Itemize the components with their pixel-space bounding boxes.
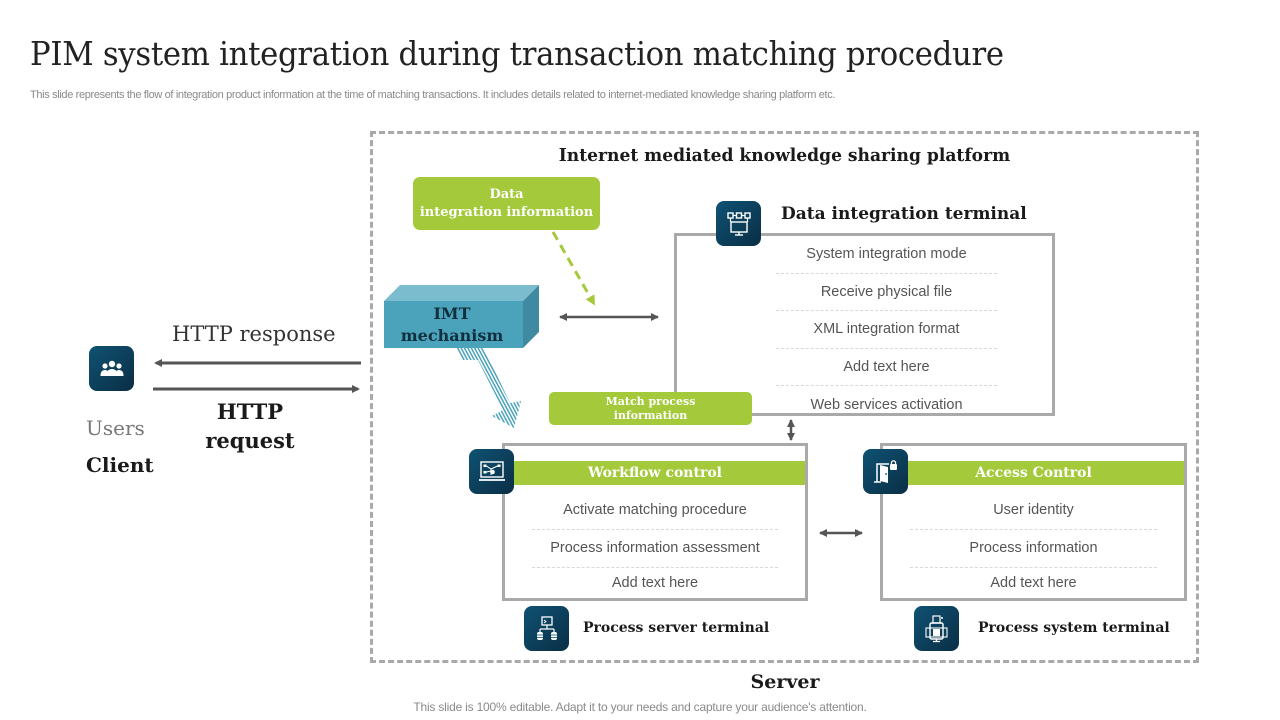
http-request-label: HTTP request	[190, 397, 310, 455]
imt-mechanism-label: IMT mechanism	[384, 303, 520, 347]
data-integration-terminal-list: System integration mode Receive physical…	[776, 236, 997, 424]
list-item: XML integration format	[776, 311, 997, 349]
list-item: Web services activation	[810, 396, 963, 413]
http-request-line1: HTTP	[216, 399, 284, 424]
platform-container	[370, 131, 1199, 663]
list-item: Receive physical file	[776, 274, 997, 311]
match-process-info-pill: Match process information	[549, 392, 752, 425]
data-info-line2: integration information	[419, 205, 594, 220]
list-item: Process information assessment	[532, 530, 778, 568]
server-label: Server	[750, 671, 820, 693]
list-item: Add text here	[776, 349, 997, 386]
data-info-line1: Data	[489, 187, 524, 202]
list-item: User identity	[910, 491, 1157, 530]
server-network-icon	[524, 606, 569, 651]
access-control-panel: Access Control User identity Process inf…	[880, 443, 1187, 601]
laptop-workflow-icon	[469, 449, 514, 494]
client-label: Client	[86, 453, 154, 477]
door-lock-icon	[863, 449, 908, 494]
http-response-label: HTTP response	[172, 322, 336, 346]
match-line2: information	[613, 409, 688, 422]
data-integration-terminal-title: Data integration terminal	[781, 204, 1027, 224]
http-request-line2: request	[205, 428, 295, 453]
list-item: Add text here	[611, 575, 699, 591]
list-item: System integration mode	[776, 236, 997, 274]
network-monitor-icon	[716, 201, 761, 246]
slide-title: PIM system integration during transactio…	[30, 34, 1004, 73]
users-icon	[89, 346, 134, 391]
workflow-control-list: Activate matching procedure Process info…	[532, 491, 778, 598]
process-system-terminal-label: Process system terminal	[978, 620, 1170, 636]
access-control-list: User identity Process information Add te…	[910, 491, 1157, 598]
slide-subtitle: This slide represents the flow of integr…	[30, 89, 836, 101]
match-line1: Match process	[605, 395, 696, 408]
list-item: Activate matching procedure	[532, 491, 778, 530]
imt-line2: mechanism	[400, 326, 504, 345]
list-item: Process information	[910, 530, 1157, 568]
users-label: Users	[86, 416, 145, 440]
workflow-control-title: Workflow control	[505, 461, 805, 485]
process-server-terminal-label: Process server terminal	[583, 620, 770, 636]
terminal-device-icon	[914, 606, 959, 651]
access-control-title: Access Control	[883, 461, 1184, 485]
imt-line1: IMT	[433, 304, 471, 323]
platform-title: Internet mediated knowledge sharing plat…	[558, 145, 1011, 166]
data-integration-info-pill: Data integration information	[413, 177, 600, 230]
slide-footer: This slide is 100% editable. Adapt it to…	[413, 700, 867, 714]
list-item: Add text here	[990, 575, 1077, 591]
workflow-control-panel: Workflow control Activate matching proce…	[502, 443, 808, 601]
